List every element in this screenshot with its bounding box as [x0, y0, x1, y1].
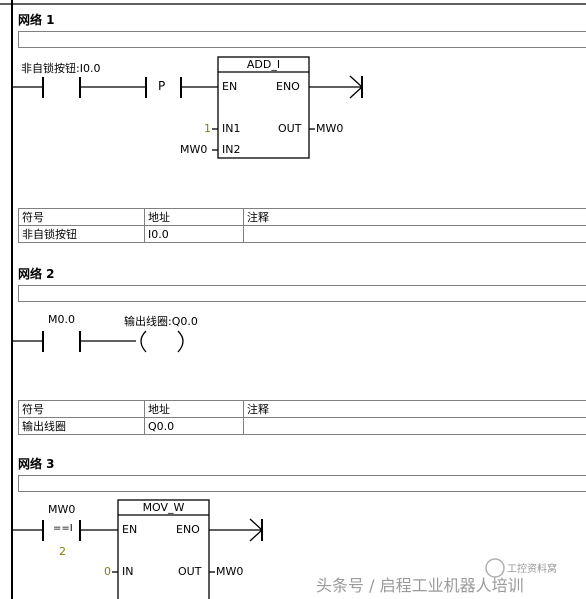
network-1-comment-field[interactable] — [18, 31, 586, 48]
mov-w-en-pin: EN — [122, 523, 138, 536]
network-2-title[interactable]: 网络 2 — [18, 267, 55, 281]
symbol-table-header: 符号 — [18, 208, 145, 226]
watermark-logo-icon — [485, 558, 505, 578]
network-2-symbol-table: 符号 地址 注释 输出线圈 Q0.0 — [18, 400, 586, 435]
n2-coil-label: 输出线圈:Q0.0 — [124, 315, 198, 328]
network-2-comment-field[interactable] — [18, 285, 586, 302]
mov-w-in-pin: IN — [122, 565, 134, 578]
mov-w-block-frame — [117, 499, 210, 599]
add-i-in1-value[interactable]: 1 — [204, 122, 211, 135]
add-i-in2-pin: IN2 — [222, 143, 241, 156]
address-table-header: 地址 — [144, 208, 244, 226]
n2-contact-m0-0[interactable] — [40, 328, 85, 355]
address-cell[interactable]: Q0.0 — [144, 417, 244, 435]
add-i-block-name[interactable]: ADD_I — [246, 58, 281, 71]
network-1-symbol-table: 符号 地址 注释 非自锁按钮 I0.0 — [18, 208, 586, 243]
comment-cell[interactable] — [243, 225, 586, 243]
n3-compare-op-label[interactable]: ==I — [53, 523, 73, 534]
n3-contact-label: MW0 — [48, 503, 76, 516]
add-i-en-pin: EN — [222, 80, 238, 93]
mov-w-block-name[interactable]: MOV_W — [142, 501, 185, 514]
watermark-logo-text: 工控资料窝 — [507, 564, 557, 575]
coil-right-arc — [177, 330, 184, 353]
comment-cell[interactable] — [243, 417, 586, 435]
mov-w-out-value[interactable]: MW0 — [216, 565, 244, 578]
add-i-out-value[interactable]: MW0 — [316, 122, 344, 135]
network-3-comment-field[interactable] — [18, 475, 586, 492]
add-i-out-pin: OUT — [278, 122, 302, 135]
network-3-title[interactable]: 网络 3 — [18, 457, 55, 471]
address-table-header: 地址 — [144, 400, 244, 418]
mov-w-out-pin: OUT — [178, 565, 202, 578]
table-row: 输出线圈 Q0.0 — [18, 417, 586, 435]
n2-contact-label: M0.0 — [48, 313, 75, 326]
symbol-cell[interactable]: 输出线圈 — [18, 417, 145, 435]
address-cell[interactable]: I0.0 — [144, 225, 244, 243]
mov-w-in-value[interactable]: 0 — [104, 565, 111, 578]
comment-table-header: 注释 — [243, 208, 586, 226]
add-i-in2-value[interactable]: MW0 — [180, 143, 208, 156]
mov-w-eno-pin: ENO — [176, 523, 200, 536]
comment-table-header: 注释 — [243, 400, 586, 418]
n1-positive-transition-label[interactable]: P — [158, 79, 166, 93]
symbol-table-header: 符号 — [18, 400, 145, 418]
coil-left-arc — [140, 330, 147, 353]
symbol-cell[interactable]: 非自锁按钮 — [18, 225, 145, 243]
n2-output-coil[interactable] — [134, 328, 190, 355]
watermark-text: 头条号 / 启程工业机器人培训 — [316, 576, 524, 595]
n1-contact-rung — [12, 77, 218, 98]
add-i-block-frame — [217, 56, 310, 159]
n1-contact-label: 非自锁按钮:I0.0 — [21, 62, 101, 75]
n3-compare-value[interactable]: 2 — [59, 545, 66, 558]
add-i-eno-pin: ENO — [276, 80, 300, 93]
add-i-in1-pin: IN1 — [222, 122, 241, 135]
network-1-title[interactable]: 网络 1 — [18, 13, 55, 27]
table-row: 非自锁按钮 I0.0 — [18, 225, 586, 243]
